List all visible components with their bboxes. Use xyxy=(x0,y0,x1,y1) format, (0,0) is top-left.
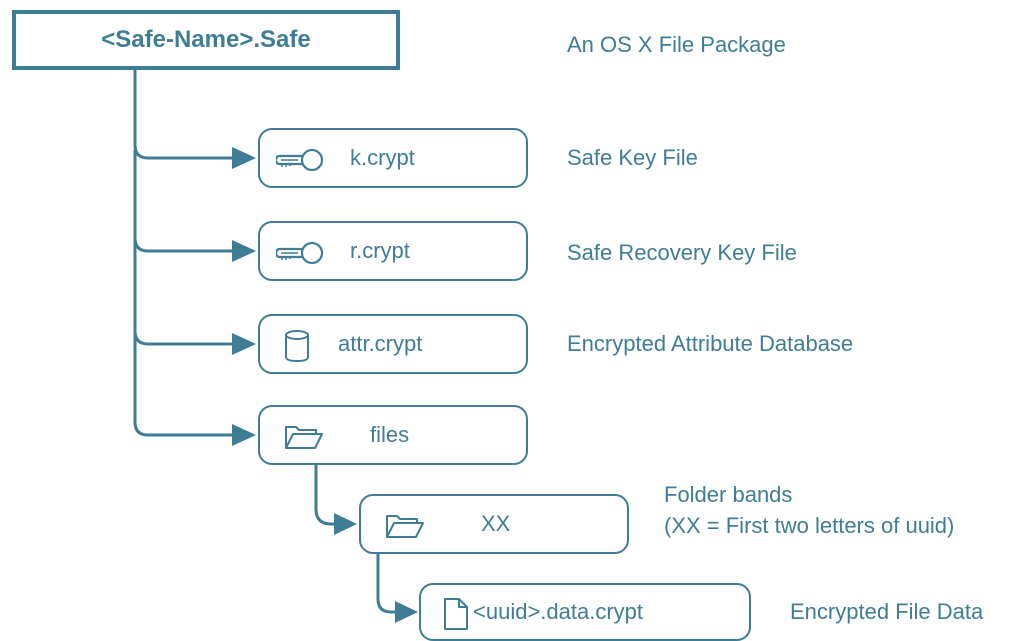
connector-root-files xyxy=(133,330,232,437)
node-k-crypt-label: k.crypt xyxy=(350,145,415,170)
folder-icon xyxy=(284,424,324,455)
database-icon xyxy=(284,330,310,367)
arrowhead-kcrypt xyxy=(232,147,256,169)
node-xx-label: XX xyxy=(481,511,511,536)
root-package-label: <Safe-Name>.Safe xyxy=(101,26,311,53)
root-package-box: <Safe-Name>.Safe xyxy=(12,10,400,70)
connector-root-attr xyxy=(133,240,232,346)
arrowhead-attr xyxy=(232,333,256,355)
arrowhead-files xyxy=(232,424,256,446)
node-xx-description-line2: (XX = First two letters of uuid) xyxy=(664,513,955,538)
node-r-crypt-description: Safe Recovery Key File xyxy=(567,240,797,265)
connector-root-kcrypt xyxy=(133,70,232,160)
node-xx: XX xyxy=(359,494,629,554)
connector-xx-datafile xyxy=(376,549,395,614)
node-files-label: files xyxy=(370,422,410,447)
arrowhead-xx xyxy=(334,513,357,535)
arrowhead-datafile xyxy=(395,601,418,623)
root-package-description: An OS X File Package xyxy=(567,32,786,57)
node-k-crypt-description: Safe Key File xyxy=(567,145,698,170)
node-k-crypt: k.crypt xyxy=(258,128,528,188)
arrowhead-rcrypt xyxy=(232,240,256,262)
node-data-file-label: <uuid>.data.crypt xyxy=(473,599,644,624)
key-icon xyxy=(274,148,324,177)
key-icon xyxy=(274,241,324,270)
connector-files-xx xyxy=(314,459,334,526)
connector-root-rcrypt xyxy=(133,150,232,253)
node-xx-description-line1: Folder bands xyxy=(664,482,793,507)
node-attr-crypt-description: Encrypted Attribute Database xyxy=(567,331,854,356)
node-data-file: <uuid>.data.crypt xyxy=(419,583,751,641)
document-icon xyxy=(443,597,469,636)
node-attr-crypt: attr.crypt xyxy=(258,314,528,374)
folder-icon xyxy=(385,513,425,544)
node-data-file-description: Encrypted File Data xyxy=(790,599,984,624)
node-files: files xyxy=(258,405,528,465)
node-attr-crypt-label: attr.crypt xyxy=(338,331,423,356)
node-r-crypt: r.crypt xyxy=(258,221,528,281)
node-r-crypt-label: r.crypt xyxy=(350,238,410,263)
